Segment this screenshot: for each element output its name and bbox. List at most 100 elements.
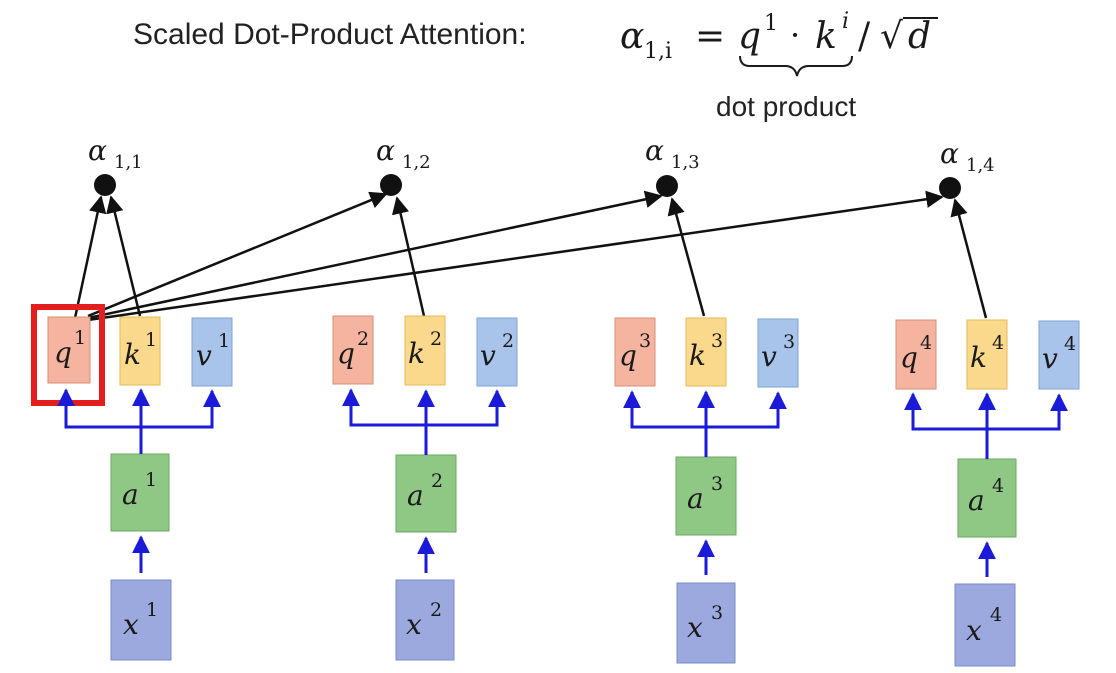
attention-arrow-q1-alpha14 [87,190,944,322]
alpha-label-1: α [88,134,107,167]
x-label-1: x [123,608,139,641]
formula-q: q [738,16,761,57]
v-index-2: 2 [502,330,514,352]
a-index-1: 1 [145,469,157,491]
alpha-node-2 [380,174,402,196]
a-label-2: a [407,479,424,512]
a-index-4: 4 [992,475,1004,497]
q-box-3 [614,317,656,387]
v-label-3: v [761,340,777,373]
title: Scaled Dot-Product Attention: α 1,i = q … [133,9,938,122]
x-index-2: 2 [430,599,442,621]
k-label-1: k [124,338,141,371]
alpha-label-2: α [376,134,395,167]
q-label-4: q [900,341,918,374]
q-index-2: 2 [357,328,369,350]
a-box-4 [957,458,1017,538]
connector-1 [57,388,221,573]
k-box-2 [404,315,446,386]
formula-dot: · [790,16,800,54]
a-box-3 [675,456,737,536]
alpha-label-4: α [940,137,959,170]
formula-alpha-subscript: 1,i [644,39,672,64]
formula-d: d [908,16,931,57]
q-index-3: 3 [639,330,651,352]
connector-2 [342,388,506,573]
v-label-2: v [480,339,496,372]
column-2: α 1,2 q 2 k 2 v 2 a 2 x 2 [332,134,518,661]
formula-alpha: α [620,16,644,57]
k-label-2: k [408,337,425,370]
x-box-1 [110,579,172,661]
v-label-1: v [196,339,212,372]
v-box-3 [757,318,799,388]
k-label-4: k [970,341,987,374]
v-box-2 [476,317,518,387]
x-box-4 [954,583,1016,667]
k-index-3: 3 [711,330,723,352]
alpha-label-3: α [645,134,664,167]
connector-4 [904,392,1068,577]
v-label-4: v [1042,342,1058,375]
formula-q-superscript: 1 [764,11,778,36]
alpha-subscript-4: 1,4 [966,155,995,176]
k-label-3: k [689,339,706,372]
q-box-4 [895,319,937,390]
x-label-2: x [406,608,422,641]
brace-label: dot product [716,91,856,122]
x-label-3: x [687,611,703,644]
q-label-2: q [337,337,355,370]
alpha-subscript-1: 1,1 [114,152,143,173]
alpha-node-4 [939,177,961,199]
formula-k: k [815,16,837,57]
x-index-3: 3 [711,602,723,624]
a-index-2: 2 [431,470,443,492]
a-label-1: a [122,478,139,511]
q-label-3: q [619,339,637,372]
formula-k-superscript: i [842,9,849,34]
q-box-1 [47,316,91,384]
underbrace [739,55,853,77]
v-box-4 [1038,320,1080,390]
formula-equals: = [695,16,725,57]
x-box-2 [395,579,455,661]
title-caption: Scaled Dot-Product Attention: [133,18,527,51]
x-index-1: 1 [146,599,158,621]
formula-slash: / [858,16,871,57]
column-1: α 1,1 q 1 k 1 v 1 a 1 x 1 [31,134,233,661]
title-formula: α 1,i = q 1 · k i / √ d [620,9,938,64]
k-index-2: 2 [430,328,442,350]
alpha-subscript-3: 1,3 [671,152,700,173]
x-box-3 [676,582,736,664]
k-index-4: 4 [992,332,1004,354]
k-index-1: 1 [145,329,157,351]
alpha-node-1 [94,174,116,196]
q-index-1: 1 [74,327,86,349]
attention-arrow-k4-alpha14 [950,198,988,319]
k-box-3 [685,317,727,387]
attention-arrow-q1-alpha12 [87,191,388,318]
alpha-subscript-2: 1,2 [402,152,431,173]
q-box-2 [332,315,374,385]
attention-arrow-k1-alpha11 [106,195,142,317]
v-index-1: 1 [218,330,230,352]
v-box-1 [191,317,233,387]
a-box-1 [110,453,170,532]
attention-arrow-q1-alpha11 [73,195,107,319]
attention-arrow-q1-alpha13 [87,190,663,320]
alpha-node-3 [656,175,678,197]
attention-arrows [73,190,988,322]
column-4: α 1,4 q 4 k 4 v 4 a 4 x 4 [895,137,1080,667]
x-label-4: x [966,614,982,647]
a-box-2 [395,454,457,533]
a-label-4: a [968,484,985,517]
connector-3 [623,390,787,575]
attention-arrow-k3-alpha13 [667,197,706,317]
attention-arrow-k2-alpha12 [391,196,426,317]
v-index-3: 3 [783,331,795,353]
q-label-1: q [54,336,72,369]
v-index-4: 4 [1064,333,1076,355]
formula-sqrt: √ [880,16,903,57]
a-index-3: 3 [711,473,723,495]
